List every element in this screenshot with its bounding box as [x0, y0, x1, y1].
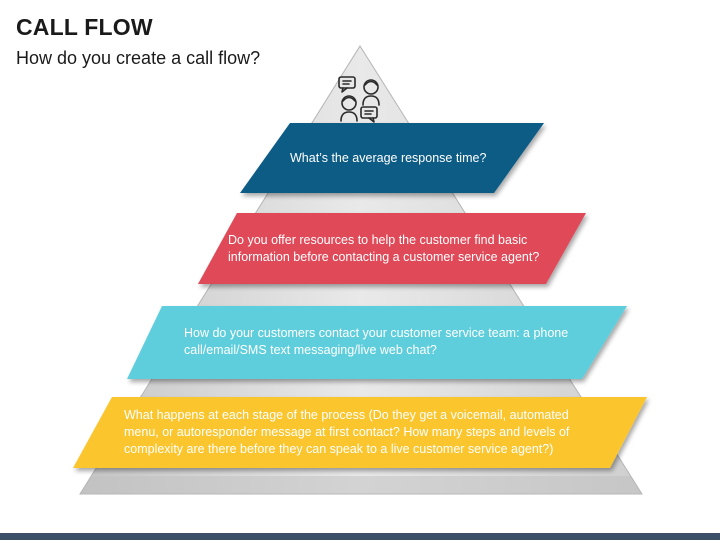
pyramid-base-shade: [80, 476, 642, 494]
call-conversation-icon: [338, 76, 380, 123]
band-4-text: What happens at each stage of the proces…: [124, 408, 570, 456]
page-title: CALL FLOW: [16, 14, 153, 40]
page-subtitle: How do you create a call flow?: [16, 48, 261, 68]
band-1-text: What’s the average response time?: [290, 151, 487, 165]
band-3-text: How do your customers contact your custo…: [184, 326, 569, 357]
band-4-shape: [73, 397, 647, 468]
band-2-shape: [198, 213, 586, 284]
band-3-shape: [127, 306, 627, 379]
band-2-text: Do you offer resources to help the custo…: [228, 233, 540, 264]
band-1-shape: [240, 123, 544, 193]
footer-bar: [0, 533, 720, 540]
